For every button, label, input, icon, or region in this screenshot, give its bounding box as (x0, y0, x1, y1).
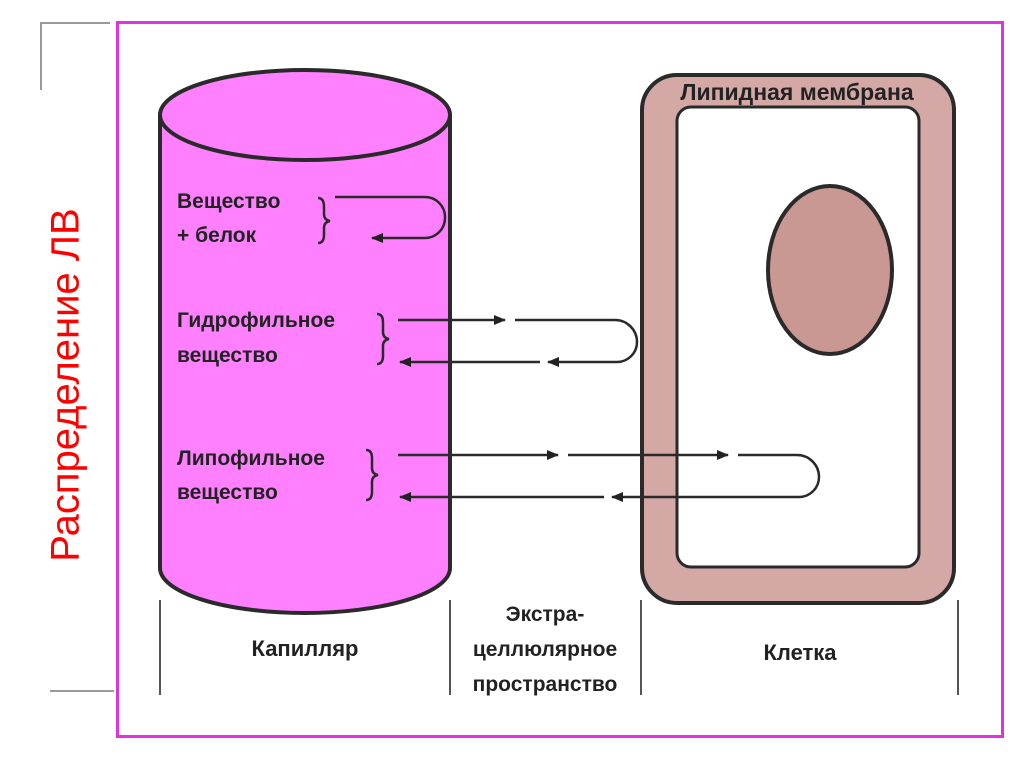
braces (317, 196, 390, 502)
substance-protein-line-1: Вещество (177, 190, 280, 213)
capillary-top (158, 68, 452, 162)
substance-lipophilic-line-1: Липофильное (177, 447, 325, 470)
brace-lipophilic (365, 448, 379, 502)
region-extracellular-line-3: пространство (473, 673, 618, 696)
substance-protein-line-2: + белок (177, 224, 257, 247)
arrows-protein (335, 195, 447, 243)
slide-deco-line-left (40, 22, 42, 90)
region-capillary-label: Капилляр (252, 636, 359, 661)
arrow-lipophilic-loop (611, 453, 821, 502)
region-extracellular-line-1: Экстра- (506, 603, 585, 626)
region-extracellular-line-2: целлюлярное (473, 638, 617, 661)
substance-lipophilic-line-2: вещество (177, 481, 278, 504)
brace-protein (317, 196, 331, 245)
region-cell-label: Клетка (763, 640, 837, 665)
brace-hydrophilic (376, 312, 390, 366)
cell (640, 73, 956, 605)
substance-hydrophilic-label: Гидрофильное вещество (177, 309, 335, 367)
membrane-label: Липидная мембрана (680, 79, 914, 105)
slide-deco-line-bottom (50, 690, 114, 692)
arrows-lipophilic (398, 450, 821, 502)
substance-hydrophilic-line-2: вещество (177, 344, 278, 367)
arrow-protein-loop (335, 195, 447, 243)
substance-hydrophilic-line-1: Гидрофильное (177, 309, 335, 332)
diagram-frame (116, 21, 1004, 738)
substance-protein-label: Вещество + белок (177, 190, 280, 247)
slide-deco-line-top (40, 22, 110, 24)
arrows-hydrophilic (398, 315, 639, 367)
substance-lipophilic-label: Липофильное вещество (177, 447, 325, 504)
region-dividers (159, 600, 959, 695)
cell-nucleus (766, 184, 894, 356)
capillary-cylinder (158, 68, 452, 615)
arrow-hydrophilic-loop (515, 318, 639, 367)
